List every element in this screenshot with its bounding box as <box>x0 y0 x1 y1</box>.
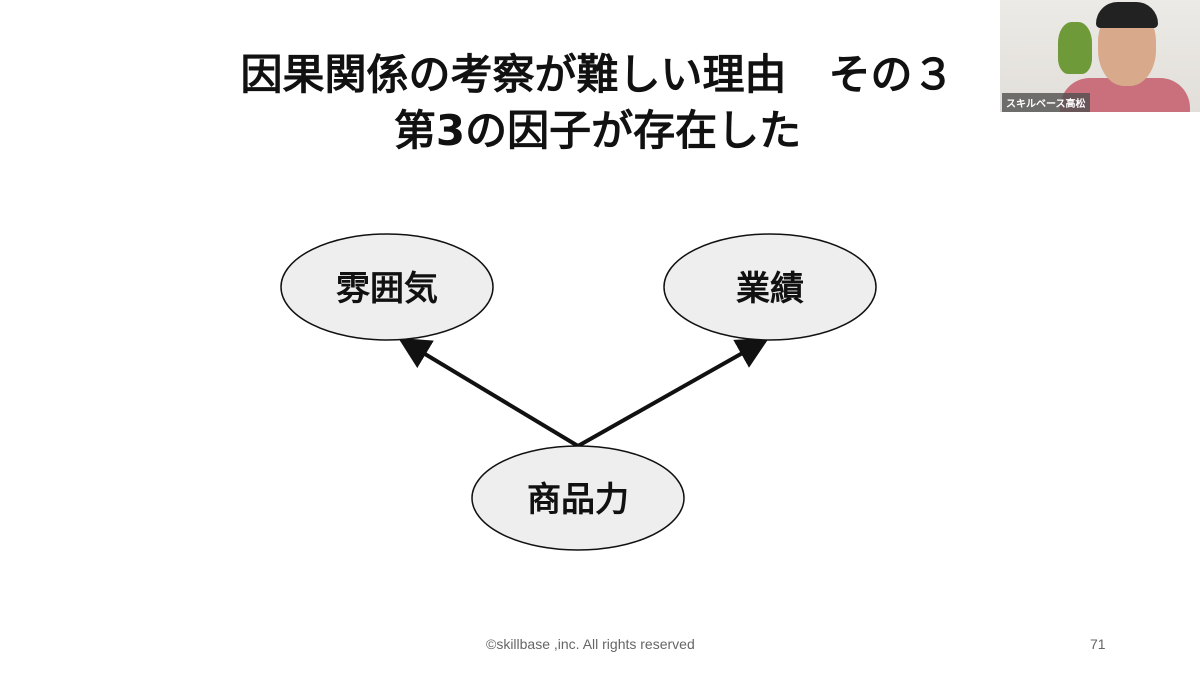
node-product-power <box>471 445 685 551</box>
node-performance <box>663 233 877 341</box>
slide-title-line2: 第3の因子が存在した <box>393 106 802 155</box>
slide-title-line1: 因果関係の考察が難しい理由 その３ <box>240 50 955 99</box>
node-product-power-label: 商品力 <box>527 480 629 520</box>
arrow-to-atmosphere <box>398 337 580 448</box>
plant-decoration <box>1058 22 1092 74</box>
page-number: 71 <box>1090 636 1106 652</box>
arrow-to-performance <box>577 338 769 448</box>
copyright-footer: ©skillbase ,inc. All rights reserved <box>486 636 695 652</box>
node-performance-label: 業績 <box>736 269 804 309</box>
webcam-video-tile[interactable]: スキルベース高松 <box>1000 0 1200 112</box>
participant-name-label: スキルベース高松 <box>1002 93 1090 112</box>
node-atmosphere <box>280 233 494 341</box>
node-atmosphere-label: 雰囲気 <box>336 269 438 309</box>
participant-hair <box>1096 2 1158 28</box>
